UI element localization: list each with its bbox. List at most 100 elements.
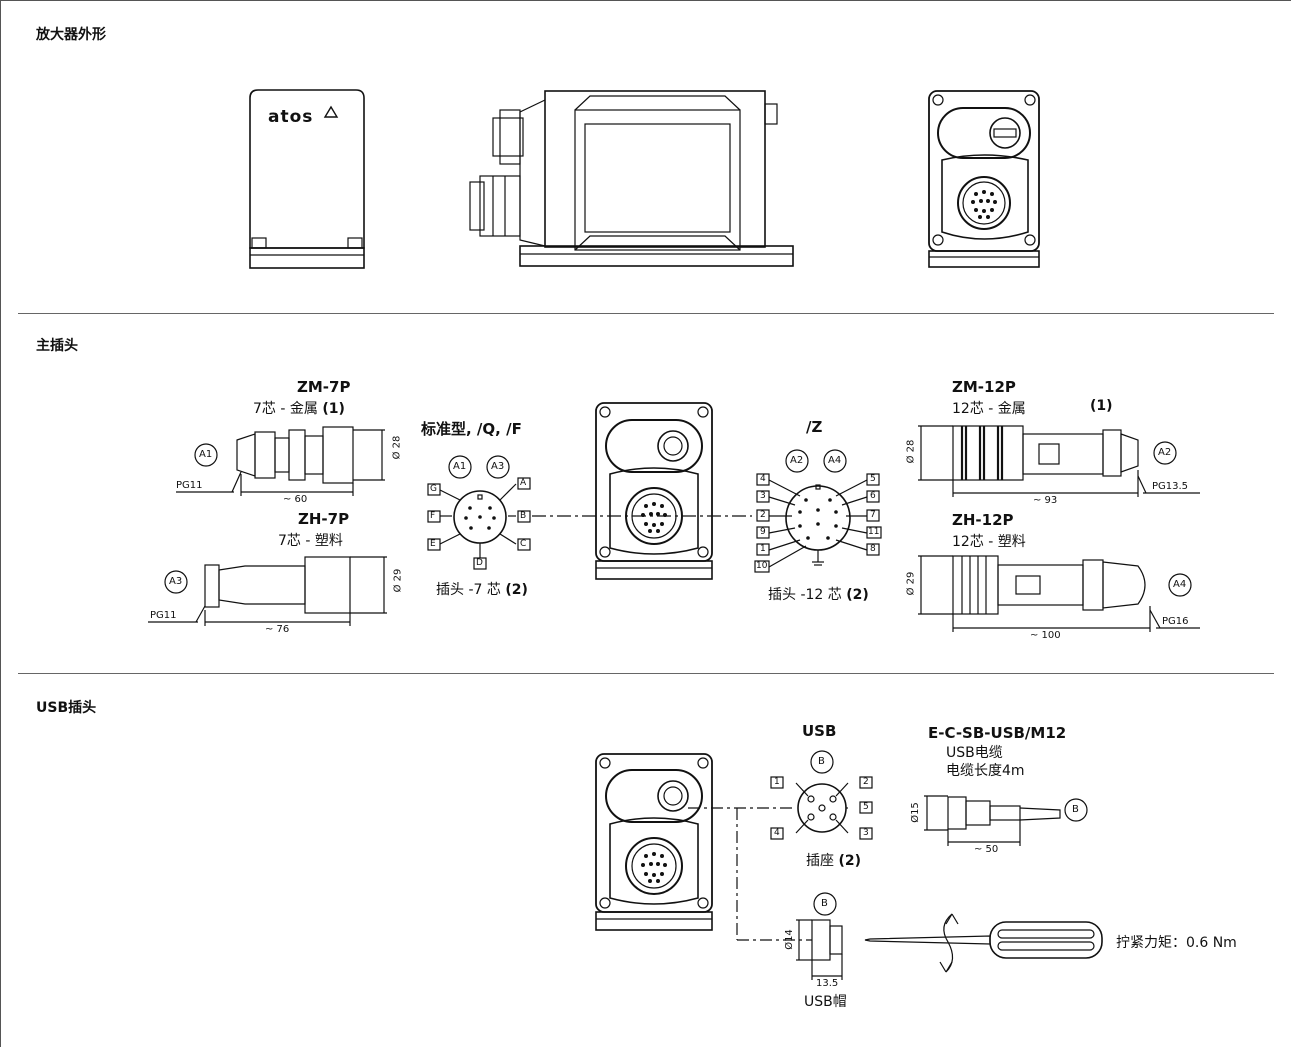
pin-label-10: 10 bbox=[756, 561, 768, 571]
zm7p-diameter: Ø 28 bbox=[391, 435, 403, 460]
pin-label-5: 5 bbox=[870, 474, 876, 484]
zm7p-note: (1) bbox=[322, 401, 345, 417]
cable-diameter: Ø15 bbox=[909, 802, 921, 823]
usb-pin-3: 3 bbox=[863, 828, 869, 838]
screwdriver-drawing bbox=[864, 913, 1103, 973]
std-title-text: 标准型 bbox=[421, 420, 467, 438]
zh12p-desc: 12芯 - 塑料 bbox=[952, 534, 1026, 550]
usb-cap-diameter: Ø14 bbox=[783, 929, 795, 950]
zm12p-drawing bbox=[918, 425, 1200, 497]
atos-logo: atos bbox=[268, 107, 314, 127]
zh7p-callout: A3 bbox=[169, 576, 183, 587]
zh12p-thread: PG16 bbox=[1162, 616, 1189, 627]
std-note: (2) bbox=[505, 582, 528, 598]
zh7p-desc: 7芯 - 塑料 bbox=[278, 533, 343, 549]
zm7p-model: ZM-7P bbox=[297, 378, 351, 396]
section-title-amplifier-outline: 放大器外形 bbox=[36, 27, 106, 43]
z12-callout-a4: A4 bbox=[828, 455, 842, 466]
zm12p-model: ZM-12P bbox=[952, 378, 1016, 396]
std-title: 标准型, /Q, /F bbox=[421, 418, 522, 439]
pin-label-b: B bbox=[520, 511, 527, 521]
pin-label-1: 1 bbox=[760, 544, 766, 554]
zh7p-diameter: Ø 29 bbox=[392, 568, 404, 593]
std-caption-text: 插头 -7 芯 bbox=[436, 582, 501, 598]
std-callout-a3: A3 bbox=[491, 461, 505, 472]
z12-callout-a2: A2 bbox=[790, 455, 804, 466]
pin-label-f: F bbox=[430, 511, 436, 521]
zm12p-diameter: Ø 28 bbox=[905, 439, 917, 464]
usb-pin-5: 5 bbox=[863, 802, 869, 812]
z12-note: (2) bbox=[846, 587, 869, 603]
cable-line1: USB电缆 bbox=[946, 745, 1003, 761]
zm12p-note: (1) bbox=[1090, 398, 1113, 414]
section-divider bbox=[18, 313, 1274, 314]
cable-length: ~ 50 bbox=[974, 844, 999, 855]
std-caption: 插头 -7 芯 (2) bbox=[436, 579, 528, 599]
amplifier-front-view bbox=[249, 89, 365, 269]
pin-label-c: C bbox=[520, 539, 527, 549]
std-callout-a1: A1 bbox=[453, 461, 467, 472]
zh12p-length: ~ 100 bbox=[1030, 630, 1061, 641]
zh12p-drawing bbox=[918, 555, 1200, 632]
zh7p-thread: PG11 bbox=[150, 610, 177, 621]
z12-caption: 插头 -12 芯 (2) bbox=[768, 584, 869, 604]
usb-cable-drawing bbox=[924, 795, 1088, 846]
amplifier-rear-usb bbox=[595, 753, 713, 931]
cable-model: E-C-SB-USB/M12 bbox=[928, 724, 1067, 742]
section-title-usb-plug: USB插头 bbox=[36, 700, 97, 716]
amplifier-back-view bbox=[928, 90, 1040, 268]
zm7p-desc-text: 7芯 - 金属 bbox=[253, 401, 318, 417]
zm12p-callout: A2 bbox=[1158, 447, 1172, 458]
pin-label-e: E bbox=[430, 539, 436, 549]
zm7p-thread: PG11 bbox=[176, 480, 203, 491]
section-title-main-plug: 主插头 bbox=[36, 338, 78, 354]
pin-label-11: 11 bbox=[868, 527, 880, 537]
pin-label-9: 9 bbox=[760, 527, 766, 537]
zm12p-desc: 12芯 - 金属 bbox=[952, 401, 1026, 417]
pin-label-d: D bbox=[476, 558, 483, 568]
amplifier-side-view bbox=[469, 90, 794, 267]
zh7p-model: ZH-7P bbox=[298, 510, 350, 528]
zm12p-thread: PG13.5 bbox=[1152, 481, 1189, 492]
pin-label-2: 2 bbox=[760, 510, 766, 520]
zm7p-length: ~ 60 bbox=[283, 494, 308, 505]
zm7p-drawing bbox=[176, 426, 385, 496]
usb-caption: 插座 (2) bbox=[806, 850, 861, 870]
z12-title: /Z bbox=[806, 418, 823, 436]
pin-label-6: 6 bbox=[870, 491, 876, 501]
usb-caption-text: 插座 bbox=[806, 853, 834, 869]
section-divider bbox=[18, 673, 1274, 674]
pin-label-4: 4 bbox=[760, 474, 766, 484]
pin-label-a: A bbox=[520, 478, 527, 488]
usb-socket-callout: B bbox=[818, 756, 825, 767]
usb-pin-4: 4 bbox=[774, 828, 780, 838]
usb-cap-callout: B bbox=[821, 898, 828, 909]
usb-title: USB bbox=[802, 722, 837, 740]
usb-cap-length: 13.5 bbox=[816, 978, 839, 989]
zh7p-length: ~ 76 bbox=[265, 624, 290, 635]
cable-line2: 电缆长度4m bbox=[946, 763, 1025, 779]
zm12p-length: ~ 93 bbox=[1033, 495, 1058, 506]
pin-label-7: 7 bbox=[870, 510, 876, 520]
usb-cap-label: USB帽 bbox=[804, 994, 847, 1010]
pin-label-3: 3 bbox=[760, 491, 766, 501]
usb-cap-drawing bbox=[796, 892, 843, 980]
amplifier-rear-main bbox=[595, 402, 713, 580]
usb-socket-drawing bbox=[770, 750, 873, 840]
torque-label: 拧紧力矩：0.6 Nm bbox=[1116, 935, 1237, 951]
usb-pin-1: 1 bbox=[774, 777, 780, 787]
cable-callout: B bbox=[1072, 804, 1079, 815]
zh7p-drawing bbox=[148, 556, 387, 626]
zm7p-desc: 7芯 - 金属 (1) bbox=[253, 398, 345, 418]
socket-7pin-drawing bbox=[427, 455, 531, 570]
zh12p-model: ZH-12P bbox=[952, 511, 1014, 529]
usb-pin-2: 2 bbox=[863, 777, 869, 787]
zm7p-callout: A1 bbox=[199, 449, 213, 460]
socket-12pin-drawing bbox=[754, 449, 882, 573]
zh12p-callout: A4 bbox=[1173, 579, 1187, 590]
zh12p-diameter: Ø 29 bbox=[905, 571, 917, 596]
pin-label-g: G bbox=[430, 484, 437, 494]
pin-label-8: 8 bbox=[870, 544, 876, 554]
